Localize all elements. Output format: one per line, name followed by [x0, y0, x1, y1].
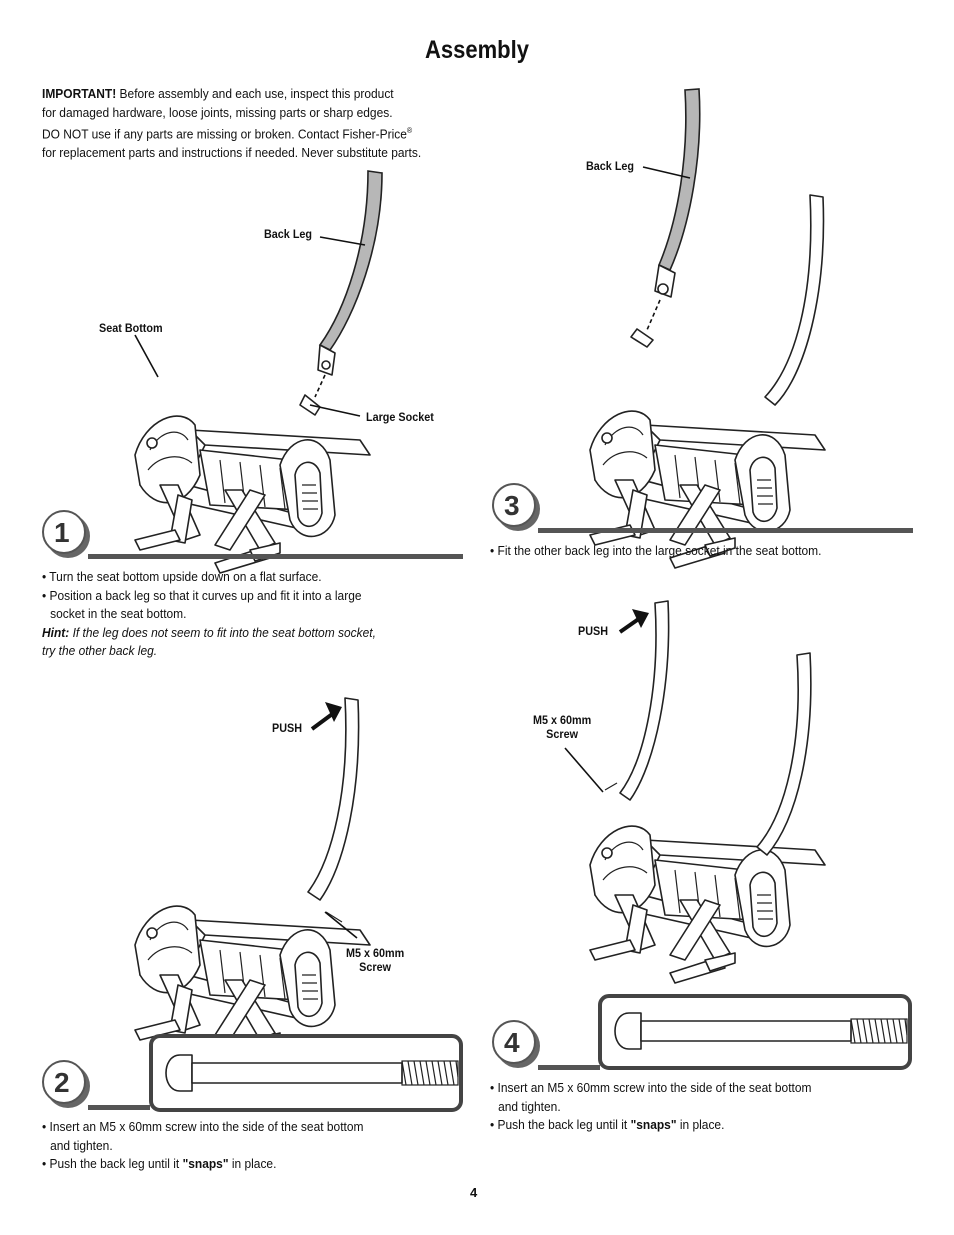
step2-screw-box — [149, 1034, 463, 1112]
step1-bullet2-line2: socket in the seat bottom. — [50, 606, 187, 621]
step4-bullet2-pre: • Push the back leg until it — [490, 1117, 631, 1132]
step3-label-back-leg: Back Leg — [586, 159, 635, 173]
page-title: Assembly — [425, 36, 529, 64]
step2-badge: 2 — [42, 1060, 150, 1110]
step1-label-large-socket: Large Socket — [366, 410, 434, 424]
step1-number: 1 — [54, 517, 70, 548]
step4-label-screw: M5 x 60mm Screw — [527, 713, 597, 741]
step1-illustration — [134, 170, 383, 574]
step2-label-screw-line2: Screw — [359, 960, 392, 974]
step4-label-screw-line1: M5 x 60mm — [532, 713, 592, 727]
step1-badge: 1 — [42, 510, 463, 559]
step2-number: 2 — [54, 1067, 70, 1098]
step2-bullet2-pre: • Push the back leg until it — [42, 1156, 183, 1171]
page-number: 4 — [470, 1185, 478, 1200]
step2-label-push: PUSH — [272, 721, 303, 735]
step4-label-push: PUSH — [578, 624, 609, 638]
step2-bullet1-line1: • Insert an M5 x 60mm screw into the sid… — [42, 1119, 364, 1134]
step1-label-seat-bottom: Seat Bottom — [99, 321, 163, 335]
step3-illustration — [589, 88, 826, 569]
step4-bullet2-post: in place. — [676, 1117, 725, 1132]
step3-badge: 3 — [492, 483, 913, 533]
step4-instructions: • Insert an M5 x 60mm screw into the sid… — [490, 1079, 811, 1135]
step2-bullet2-bold: "snaps" — [182, 1156, 229, 1171]
step4-screw-box — [598, 994, 912, 1070]
step1-hint-line1: If the leg does not seem to fit into the… — [69, 624, 376, 640]
step1-bullet2-line1: • Position a back leg so that it curves … — [42, 587, 362, 603]
step4-number: 4 — [504, 1027, 520, 1058]
step4-bullet1-line2: and tighten. — [498, 1098, 561, 1114]
step2-instructions: • Insert an M5 x 60mm screw into the sid… — [42, 1118, 363, 1174]
step4-label-screw-line2: Screw — [546, 727, 579, 741]
step2-bullet2-post: in place. — [228, 1156, 277, 1171]
important-line3: DO NOT use if any parts are missing or b… — [42, 126, 407, 142]
step1-label-back-leg: Back Leg — [264, 227, 313, 241]
step3-number: 3 — [504, 490, 520, 521]
important-line2: for damaged hardware, loose joints, miss… — [42, 104, 393, 120]
important-lead: IMPORTANT! — [42, 86, 117, 101]
step2-label-screw-line1: M5 x 60mm — [345, 946, 405, 960]
step2-bullet1-line2: and tighten. — [50, 1137, 113, 1153]
step4-bullet2-bold: "snaps" — [630, 1117, 677, 1132]
step4-badge: 4 — [492, 1020, 600, 1070]
step2-label-screw: M5 x 60mm Screw — [340, 946, 410, 974]
important-notice: IMPORTANT! Before assembly and each use,… — [42, 85, 421, 162]
step3-instructions: • Fit the other back leg into the large … — [490, 542, 821, 561]
step3-bullet1: • Fit the other back leg into the large … — [490, 543, 822, 558]
step1-bullet1: • Turn the seat bottom upside down on a … — [42, 569, 322, 584]
registered-mark: ® — [406, 126, 413, 135]
step2-illustration — [134, 697, 371, 1064]
step4-illustration — [589, 600, 826, 984]
important-line4: for replacement parts and instructions i… — [42, 144, 422, 160]
step1-instructions: • Turn the seat bottom upside down on a … — [42, 568, 376, 661]
step4-bullet1-line1: • Insert an M5 x 60mm screw into the sid… — [490, 1080, 812, 1095]
important-line1: Before assembly and each use, inspect th… — [116, 86, 394, 101]
step1-hint-line2: try the other back leg. — [42, 643, 158, 658]
step1-hint-lead: Hint: — [42, 624, 70, 640]
